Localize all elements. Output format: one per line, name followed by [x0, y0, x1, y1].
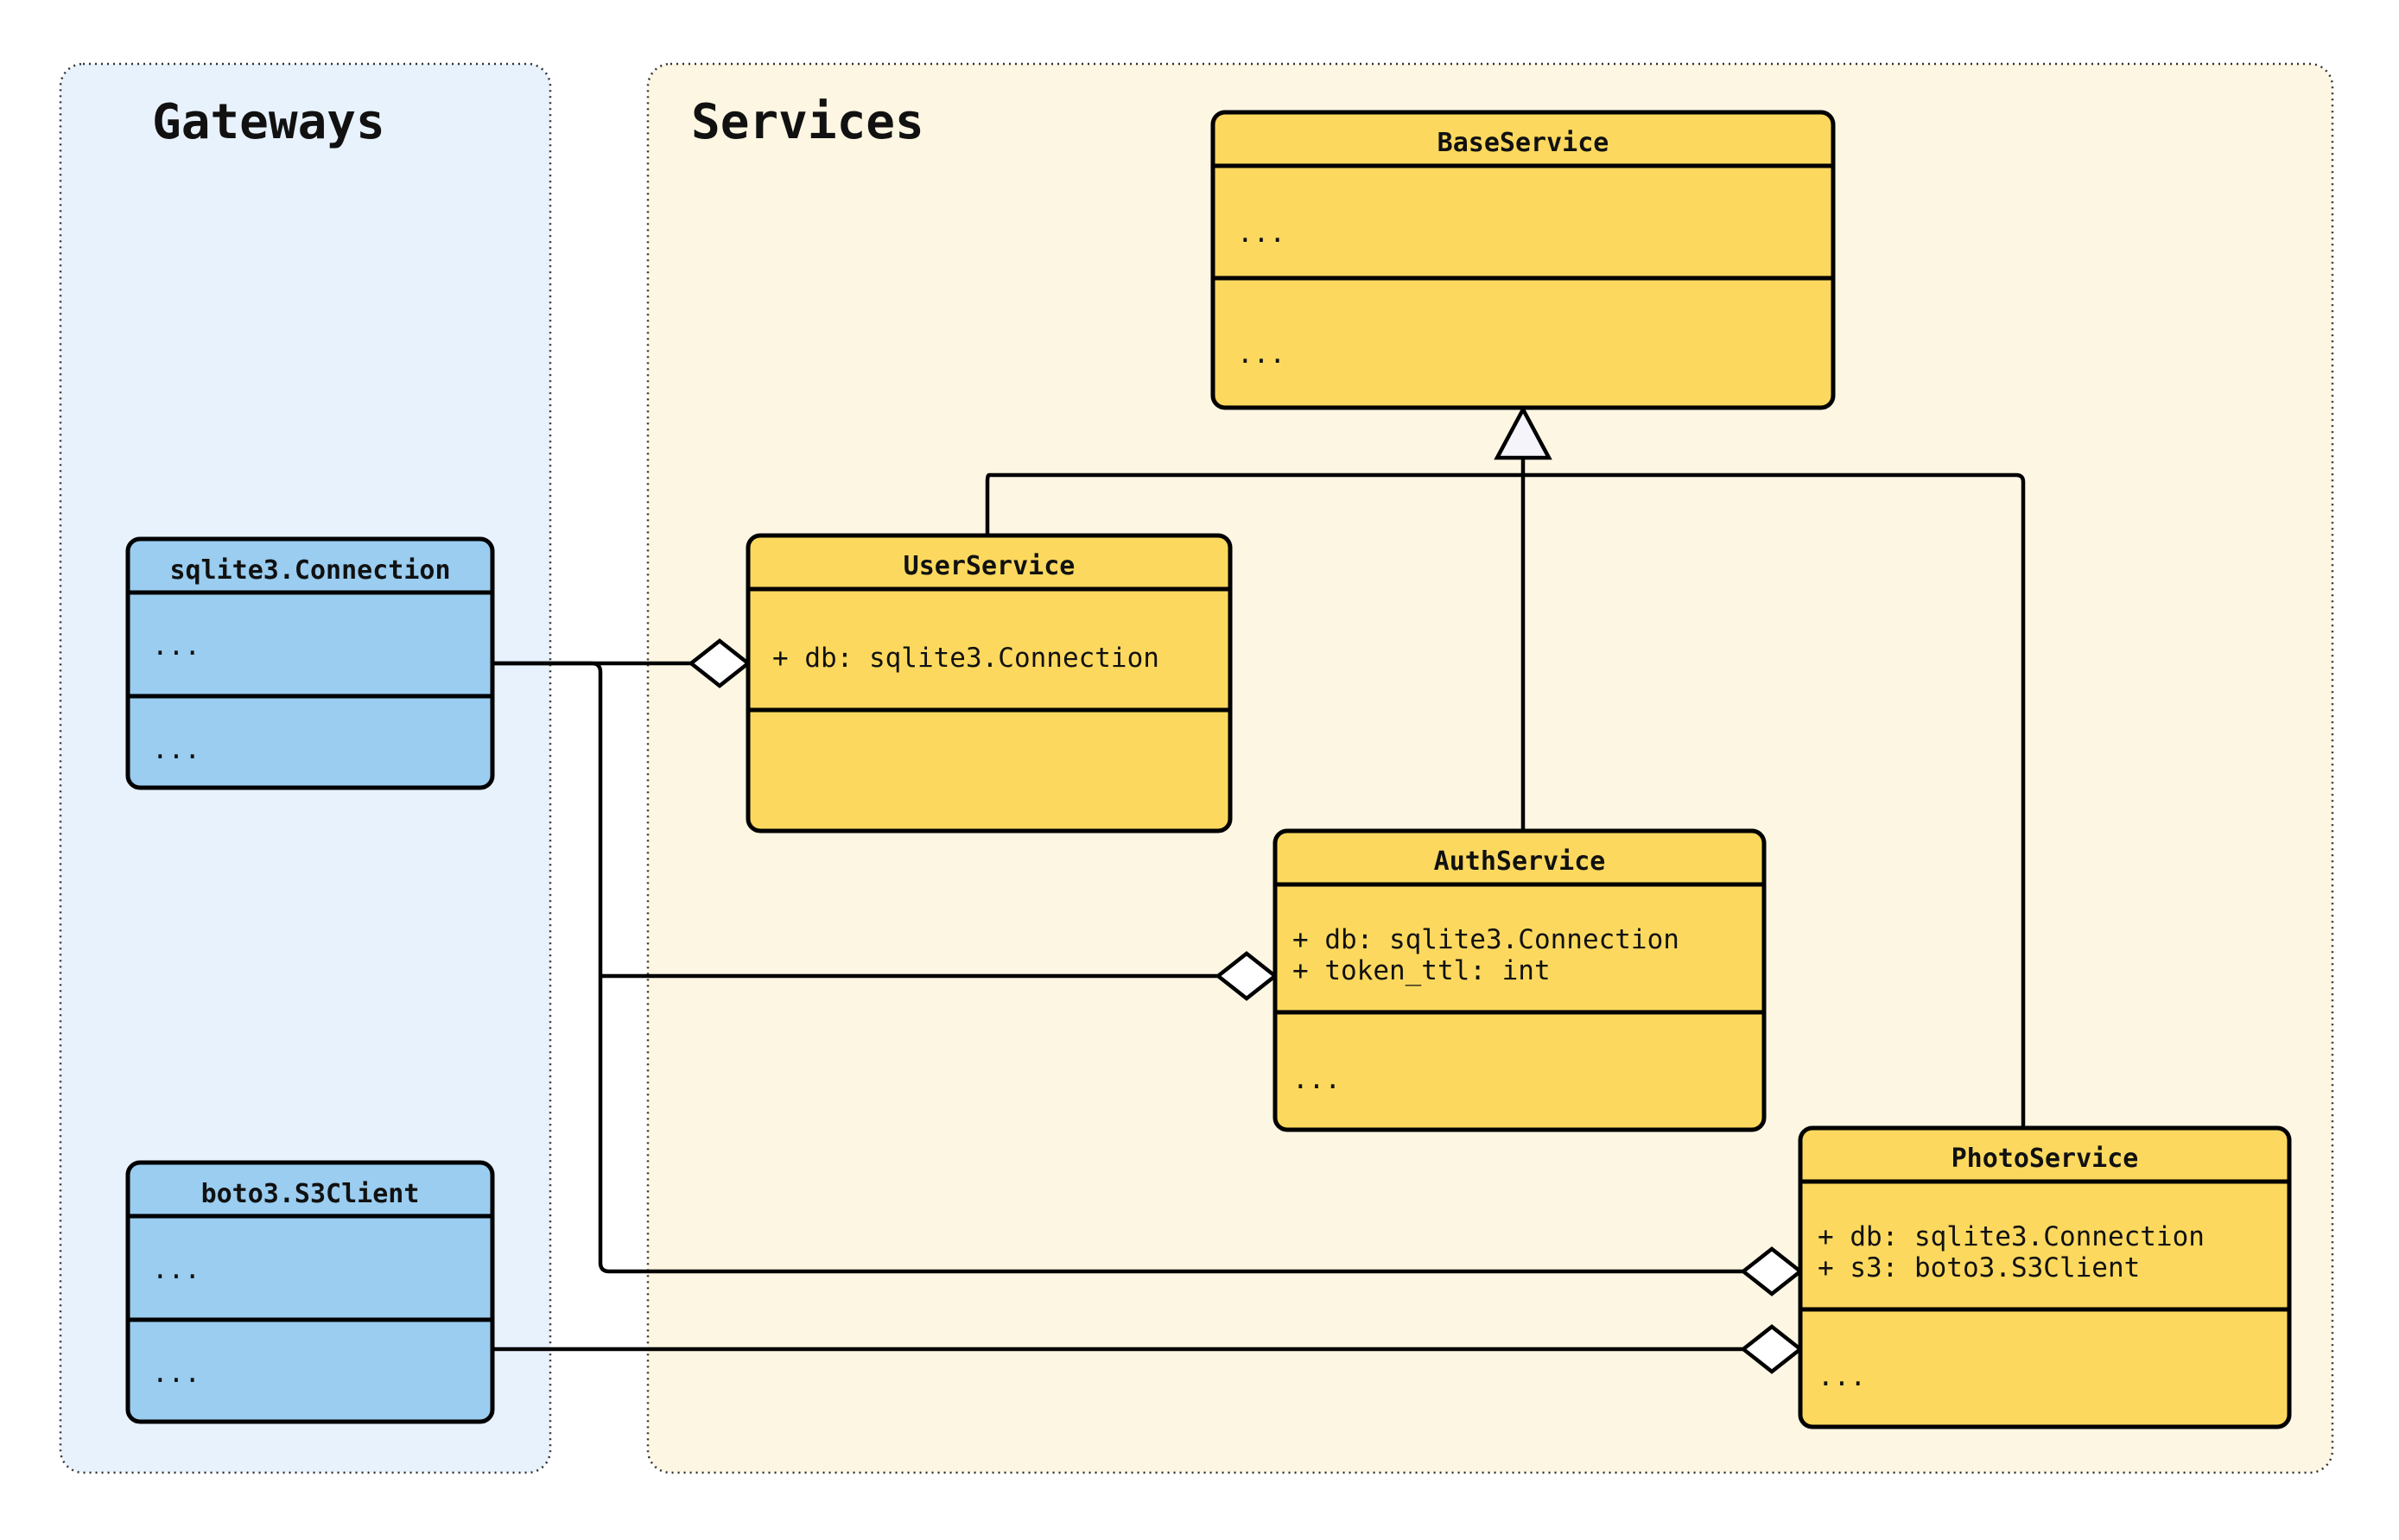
class-method: ...	[1292, 1064, 1341, 1095]
aggregation-diamond-userservice-icon	[688, 638, 752, 688]
edge-sqlite3-riser	[492, 661, 1754, 1274]
class-attribute: ...	[1237, 218, 1285, 249]
class-attribute: + db: sqlite3.Connection	[772, 643, 1159, 674]
aggregation-diamond-authservice-icon	[1215, 951, 1279, 1001]
class-method: ...	[1818, 1361, 1866, 1392]
class-method: ...	[152, 734, 200, 765]
class-title: sqlite3.Connection	[169, 555, 450, 586]
class-title: AuthService	[1434, 846, 1606, 877]
class-title: PhotoService	[1952, 1144, 2139, 1174]
class-body	[125, 536, 495, 790]
class-box-baseservice[interactable]: BaseService ... ...	[1210, 110, 1836, 410]
class-title: boto3.S3Client	[201, 1179, 420, 1209]
class-attribute: + s3: boto3.S3Client	[1818, 1252, 2140, 1283]
class-method: ...	[1237, 339, 1285, 370]
package-services-box	[646, 62, 2334, 1474]
inheritance-triangle-icon	[1494, 405, 1552, 460]
package-gateways-label: Gateways	[152, 94, 385, 150]
class-attribute: + db: sqlite3.Connection	[1818, 1221, 2205, 1252]
class-body	[746, 533, 1233, 833]
class-body	[1798, 1125, 2292, 1429]
class-body	[125, 1160, 495, 1424]
class-box-authservice[interactable]: AuthService + db: sqlite3.Connection + t…	[1272, 828, 1767, 1132]
class-box-sqlite3-connection[interactable]: sqlite3.Connection ... ...	[125, 536, 495, 790]
class-box-photoservice[interactable]: PhotoService + db: sqlite3.Connection + …	[1798, 1125, 2292, 1429]
class-attribute: ...	[152, 1254, 200, 1285]
aggregation-diamond-photoservice-db-icon	[1740, 1246, 1804, 1296]
class-attribute: ...	[152, 631, 200, 662]
class-box-boto3-s3client[interactable]: boto3.S3Client ... ...	[125, 1160, 495, 1424]
class-body	[1272, 828, 1767, 1132]
class-title: BaseService	[1437, 128, 1609, 158]
class-method: ...	[152, 1358, 200, 1389]
class-title: UserService	[904, 551, 1076, 581]
aggregation-diamond-photoservice-s3-icon	[1740, 1324, 1804, 1374]
class-box-userservice[interactable]: UserService + db: sqlite3.Connection	[746, 533, 1233, 833]
package-services-label: Services	[691, 94, 924, 150]
class-attribute: + token_ttl: int	[1292, 955, 1551, 986]
class-attribute: + db: sqlite3.Connection	[1292, 924, 1679, 955]
class-body	[1210, 110, 1836, 410]
